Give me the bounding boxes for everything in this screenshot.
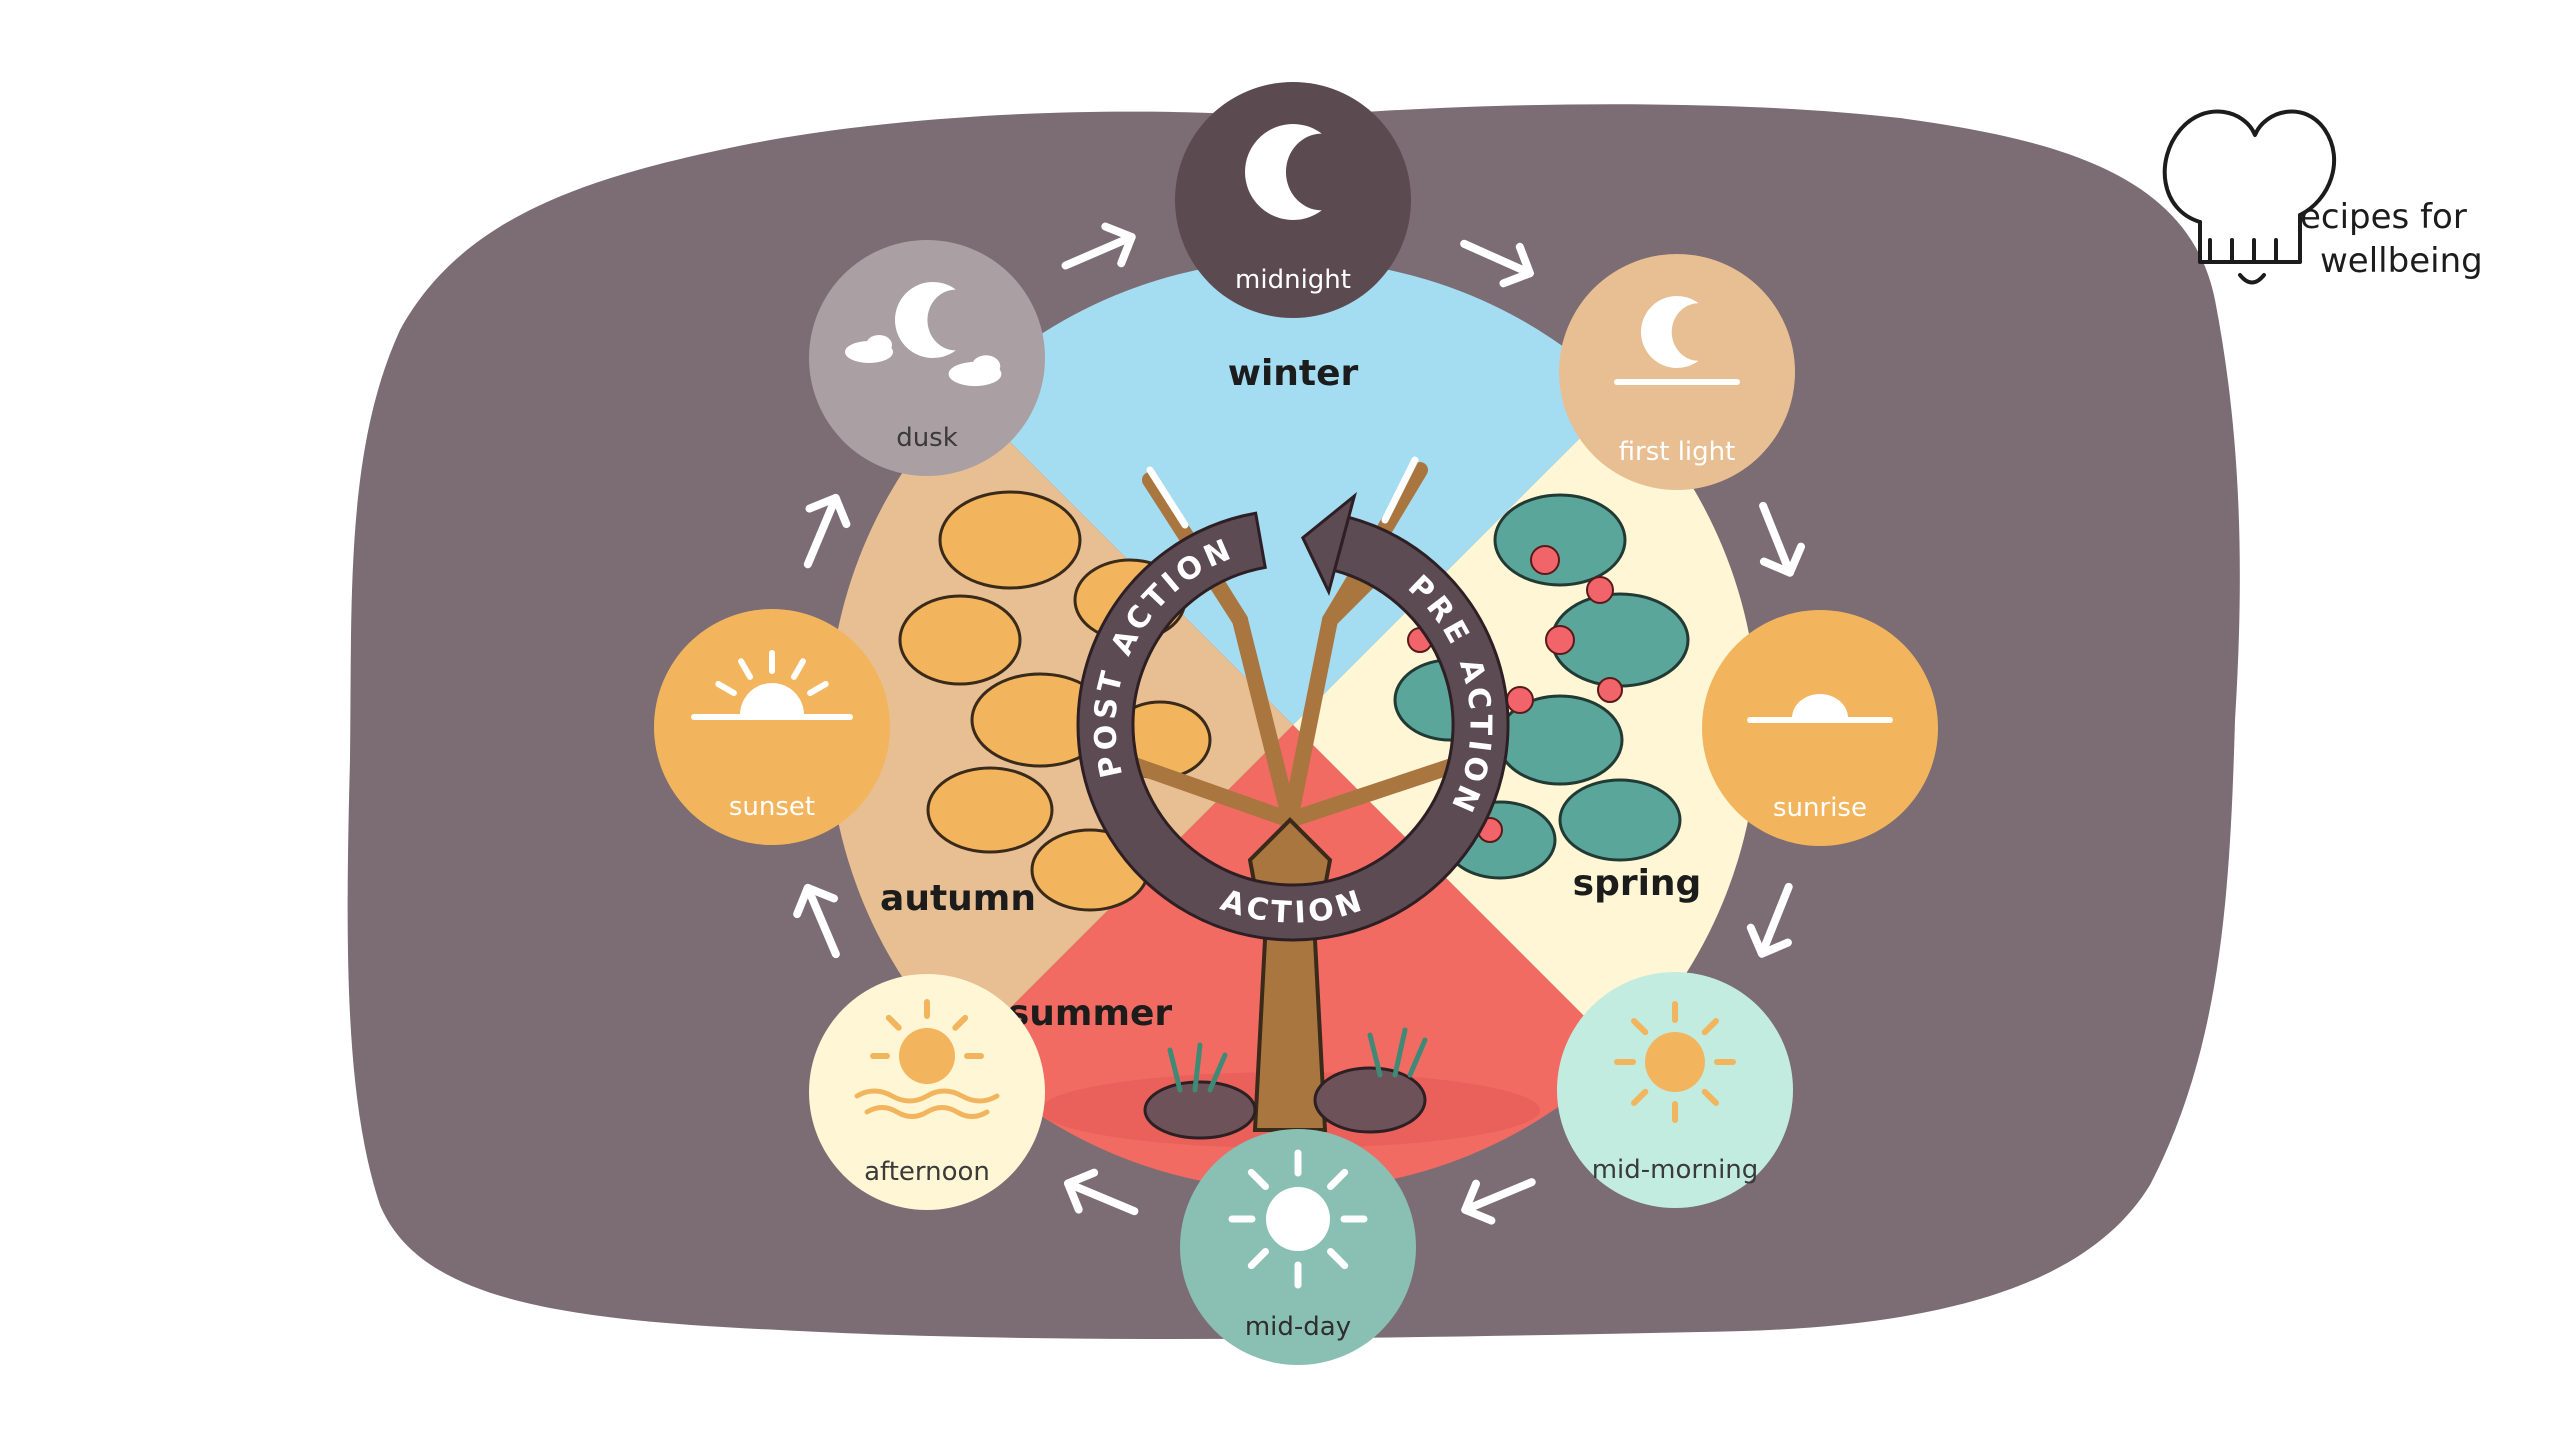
time-node-mid-day: mid-day (1180, 1129, 1416, 1365)
time-of-day-nodes: midnight first light sunrise mid-morning mid… (654, 82, 1938, 1365)
sunset-icon (691, 650, 853, 720)
flow-arrow (1061, 222, 1136, 270)
season-label-winter: winter (1228, 353, 1359, 394)
chef-hat-heart-icon (2162, 109, 2336, 285)
snow-caps (1146, 456, 1419, 529)
rock (1143, 1080, 1257, 1140)
time-node-midnight: midnight (1175, 82, 1411, 318)
moon-icon (1245, 124, 1322, 221)
flow-arrow (1461, 1178, 1536, 1225)
flow-arrow (1460, 239, 1534, 288)
time-node-mid-morning: mid-morning (1557, 972, 1793, 1208)
sun-waves-icon (854, 999, 1000, 1119)
season-label-autumn: autumn (880, 878, 1036, 919)
time-node-sunrise: sunrise (1702, 610, 1938, 846)
sun-icon (1614, 1001, 1736, 1123)
time-label-midnight: midnight (1235, 265, 1351, 295)
bright-sun-icon (1228, 1149, 1368, 1289)
season-label-summer: summer (1008, 993, 1172, 1034)
time-label-mid-morning: mid-morning (1592, 1155, 1759, 1185)
brand-logo: ecipes for wellbeing (2162, 109, 2483, 285)
brand-line-1: ecipes for (2300, 197, 2467, 237)
time-node-first-light: first light (1559, 254, 1795, 490)
flow-arrow (793, 883, 840, 959)
moon-horizon-icon (1614, 295, 1740, 385)
time-label-dusk: dusk (896, 423, 958, 453)
grass (1167, 1027, 1428, 1093)
flow-arrows (793, 222, 1806, 1225)
flow-arrow (1063, 1168, 1139, 1216)
flow-arrow (803, 493, 851, 569)
tree-illustration (898, 456, 1690, 1148)
cycle-arrowhead (1300, 492, 1357, 597)
moon-clouds-icon (845, 282, 1002, 387)
time-node-circle (1702, 610, 1938, 846)
time-node-afternoon: afternoon (809, 974, 1045, 1210)
flow-arrow (1746, 882, 1793, 958)
tree-trunk (1247, 817, 1333, 1132)
sunrise-icon (1747, 694, 1893, 723)
brand-line-2: wellbeing (2320, 241, 2483, 281)
time-node-dusk: dusk (809, 240, 1045, 476)
season-label-spring: spring (1573, 863, 1702, 904)
time-node-sunset: sunset (654, 609, 890, 845)
time-label-afternoon: afternoon (864, 1157, 990, 1187)
flow-arrow (1759, 501, 1806, 577)
rock (1313, 1066, 1427, 1134)
time-node-circle (809, 240, 1045, 476)
time-node-circle (654, 609, 890, 845)
time-node-circle (1559, 254, 1795, 490)
time-label-sunrise: sunrise (1773, 793, 1867, 823)
time-node-circle (809, 974, 1045, 1210)
cycle-ring-band (1076, 511, 1510, 942)
quadrant-winter (964, 259, 1622, 725)
time-label-first-light: first light (1619, 437, 1736, 467)
time-label-mid-day: mid-day (1245, 1312, 1351, 1342)
time-label-sunset: sunset (729, 792, 815, 822)
